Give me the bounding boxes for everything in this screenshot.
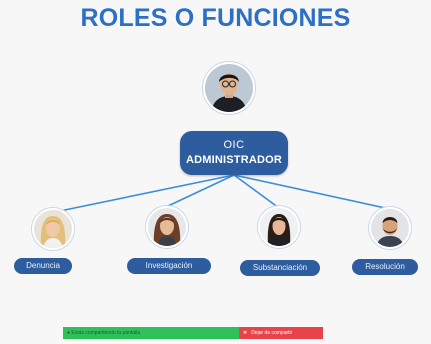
close-icon: ✕ [243,330,248,336]
woman-brunette-avatar [146,206,188,248]
woman-dark-hair-avatar [258,206,300,248]
root-node-line1: OIC [223,139,245,151]
woman-blonde-avatar [32,208,74,250]
root-node-line2: ADMINISTRADOR [185,154,283,166]
screen-sharing-text: ● Estás compartiendo tu pantalla [67,330,141,336]
man-beard-avatar [369,207,411,249]
stop-sharing-button[interactable]: ✕Dejar de compartir [239,327,323,339]
stop-sharing-label: Dejar de compartir [251,330,293,336]
connector-root-resolucion [233,174,391,210]
node-label-resolucion: Resolución [352,259,418,275]
node-label-denuncia: Denuncia [14,258,72,274]
connector-root-investigacion [167,174,235,207]
diagram-title: ROLES O FUNCIONES [80,4,351,32]
screen-sharing-indicator: ● Estás compartiendo tu pantalla [63,327,239,339]
node-label-substanciacion: Substanciación [240,260,320,276]
man-avatar [203,62,255,114]
node-label-investigacion: Investigación [127,258,211,274]
root-node-oic-administrador: OIC ADMINISTRADOR [180,131,288,175]
connector-root-substanciacion [233,174,280,209]
connector-root-denuncia [54,174,235,213]
